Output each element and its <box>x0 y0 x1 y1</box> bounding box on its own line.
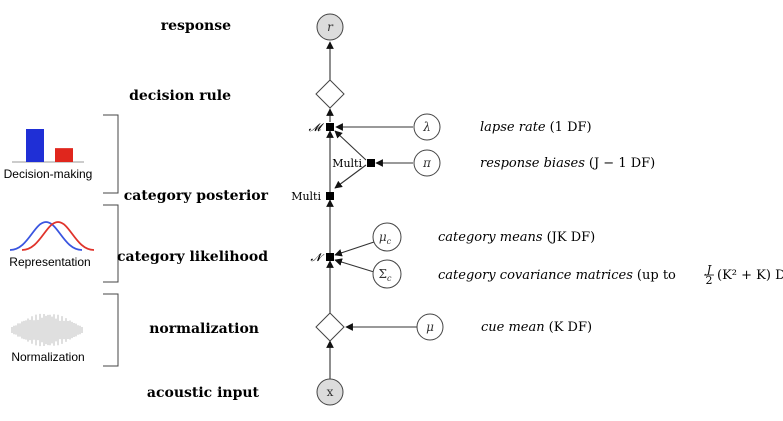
normalization-diamond <box>315 312 345 342</box>
side-label-representation: Representation <box>9 255 90 269</box>
param-category-means: category means (JK DF) <box>438 228 595 245</box>
response-node <box>316 13 344 41</box>
acoustic-input-node <box>316 378 344 406</box>
param-category-covariance-text: category covariance matrices (up to <box>438 266 676 283</box>
curve-blue <box>9 221 83 251</box>
category-means-node-label: μc <box>379 230 392 246</box>
param-response-biases: response biases (J − 1 DF) <box>480 154 655 171</box>
stage-label-category-posterior: category posterior <box>124 188 269 204</box>
factor-multi-left <box>326 192 334 200</box>
stage-label-response: response <box>161 18 231 34</box>
param-covariance-fraction: J 2 <box>704 263 714 287</box>
stage-label-acoustic-input: acoustic input <box>147 385 260 401</box>
param-covariance-suffix: (K² + K) DF) <box>717 268 783 283</box>
decision-rule-diamond <box>315 79 345 109</box>
edge-muc-to-likelihood <box>334 241 375 257</box>
cue-mean-node-label: μ <box>426 320 434 334</box>
category-means-node <box>372 222 402 252</box>
bracket-normalization <box>103 293 119 367</box>
factor-multi-right-label: Multi <box>332 157 362 170</box>
curve-red <box>21 221 95 251</box>
factor-multi-right <box>367 159 375 167</box>
bracket-decision-making <box>103 114 119 194</box>
factor-M <box>326 123 334 131</box>
stage-label-decision-rule: decision rule <box>129 88 231 104</box>
lapse-rate-node-label: λ <box>422 120 431 134</box>
edge-multi-to-M <box>334 130 367 161</box>
stage-label-category-likelihood: category likelihood <box>117 249 268 265</box>
edge-sigmac-to-likelihood <box>334 258 375 273</box>
side-label-normalization: Normalization <box>11 350 84 364</box>
fraction-denominator: 2 <box>706 274 713 287</box>
representation-illustration <box>9 221 95 251</box>
response-biases-node-label: π <box>422 156 432 170</box>
waveform-illustration <box>11 313 83 347</box>
factor-multi-left-label: Multi <box>291 190 321 203</box>
response-biases-node <box>413 149 441 177</box>
edges <box>326 41 417 379</box>
edge-multi-to-posterior <box>334 164 367 189</box>
cue-mean-node <box>416 313 444 341</box>
stage-label-normalization: normalization <box>149 321 259 337</box>
factor-N <box>326 253 334 261</box>
category-covariance-node <box>372 259 402 289</box>
lapse-rate-node <box>413 113 441 141</box>
factor-M-label: 𝓜 <box>309 121 325 134</box>
fraction-numerator: J <box>705 263 712 276</box>
decision-making-illustration <box>12 129 84 163</box>
acoustic-input-node-label: x <box>327 385 334 399</box>
bar-blue <box>26 129 44 162</box>
bar-red <box>55 148 73 162</box>
side-label-decision-making: Decision-making <box>4 167 93 181</box>
response-node-label: r <box>327 20 334 34</box>
param-category-covariance: category covariance matrices (up to J 2 … <box>438 263 783 287</box>
param-lapse-rate: lapse rate (1 DF) <box>480 118 592 135</box>
factor-N-label: 𝓝 <box>310 251 324 264</box>
bracket-representation <box>103 204 119 283</box>
param-cue-mean: cue mean (K DF) <box>481 318 592 335</box>
category-covariance-node-label: Σc <box>379 267 392 283</box>
